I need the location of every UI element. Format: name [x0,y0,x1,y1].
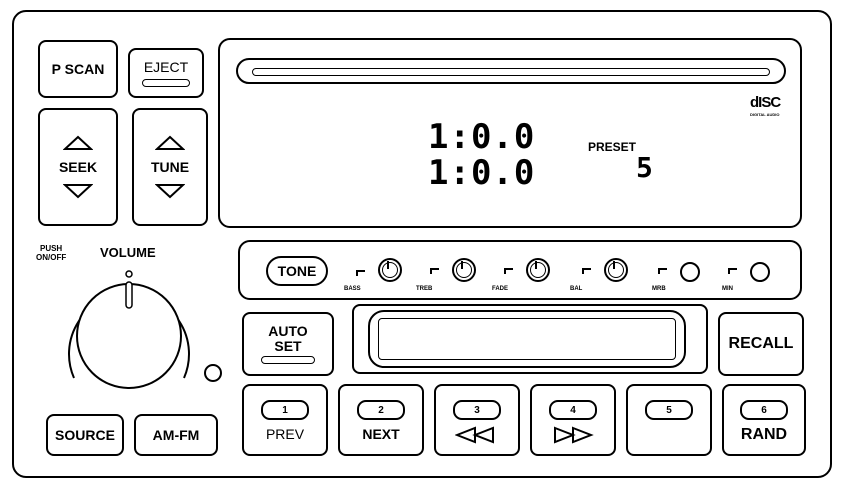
treble-knob[interactable] [452,258,476,282]
next-label: NEXT [362,426,400,442]
preset-button-2[interactable]: 2 NEXT [338,384,424,456]
cd-slot-inner [252,68,770,76]
seek-button[interactable]: SEEK [38,108,118,226]
source-label: SOURCE [55,427,115,443]
eject-label: EJECT [143,59,189,75]
push-onoff-label: PUSH ON/OFF [36,244,67,262]
auto-set-label-2: SET [274,338,302,354]
mrb-light [680,262,700,282]
source-button[interactable]: SOURCE [46,414,124,456]
preset-button-5[interactable]: 5 [626,384,712,456]
recall-label: RECALL [728,335,794,352]
recall-button[interactable]: RECALL [718,312,804,376]
preset-button-4[interactable]: 4 [530,384,616,456]
tone-panel [238,240,802,300]
preset-button-6[interactable]: 6 RAND [722,384,806,456]
pscan-button[interactable]: P SCAN [38,40,118,98]
am-fm-label: AM-FM [152,427,200,443]
auto-set-button[interactable]: AUTO SET [242,312,334,376]
prev-label: PREV [265,426,305,442]
bass-knob[interactable] [378,258,402,282]
preset-number-6: 6 [740,400,788,420]
preset-number-1: 1 [261,400,309,420]
time-display-bottom: 1:0.0 [428,153,536,193]
disc-logo-icon: dISC [750,94,781,111]
display-panel [218,38,802,228]
cassette-door[interactable] [352,304,708,374]
eject-button[interactable]: EJECT [128,48,204,98]
preset-button-1[interactable]: 1 PREV [242,384,328,456]
tone-button[interactable]: TONE [266,256,328,286]
balance-label: BAL [570,286,583,292]
treble-label: TREB [416,286,433,292]
tune-label: TUNE [150,159,190,175]
disc-logo-subtext: DIGITAL AUDIO [750,112,780,117]
rewind-icon [455,426,494,444]
eject-bar-icon [142,79,190,87]
preset-button-3[interactable]: 3 [434,384,520,456]
tune-button[interactable]: TUNE [132,108,208,226]
rand-label: RAND [740,426,788,443]
cd-slot[interactable] [236,58,786,84]
tune-up-icon [155,135,185,150]
preset-number-4: 4 [549,400,597,420]
auto-set-label-1: AUTO [268,323,308,339]
preset-number-3: 3 [453,400,501,420]
pscan-label: P SCAN [51,61,105,77]
fade-knob[interactable] [526,258,550,282]
preset-number: 5 [636,151,654,184]
volume-knob[interactable] [58,260,200,390]
fade-label: FADE [492,286,509,292]
min-label: MIN [722,286,733,292]
tone-label: TONE [277,263,317,279]
balance-knob[interactable] [604,258,628,282]
indicator-light [204,364,222,382]
time-display-top: 1:0.0 [428,117,536,157]
bass-label: BASS [344,286,361,292]
volume-label: VOLUME [100,245,156,260]
mrb-label: MRB [652,286,666,292]
seek-up-icon [63,135,93,150]
preset-number-5: 5 [645,400,693,420]
cassette-window [368,310,686,368]
am-fm-button[interactable]: AM-FM [134,414,218,456]
seek-label: SEEK [58,159,98,175]
preset-label: PRESET [588,140,637,154]
tune-down-icon [155,184,185,199]
min-light [750,262,770,282]
seek-down-icon [63,184,93,199]
preset-number-2: 2 [357,400,405,420]
cassette-window-inner [378,318,676,360]
fast-forward-icon [554,426,594,444]
auto-set-bar-icon [261,356,315,364]
